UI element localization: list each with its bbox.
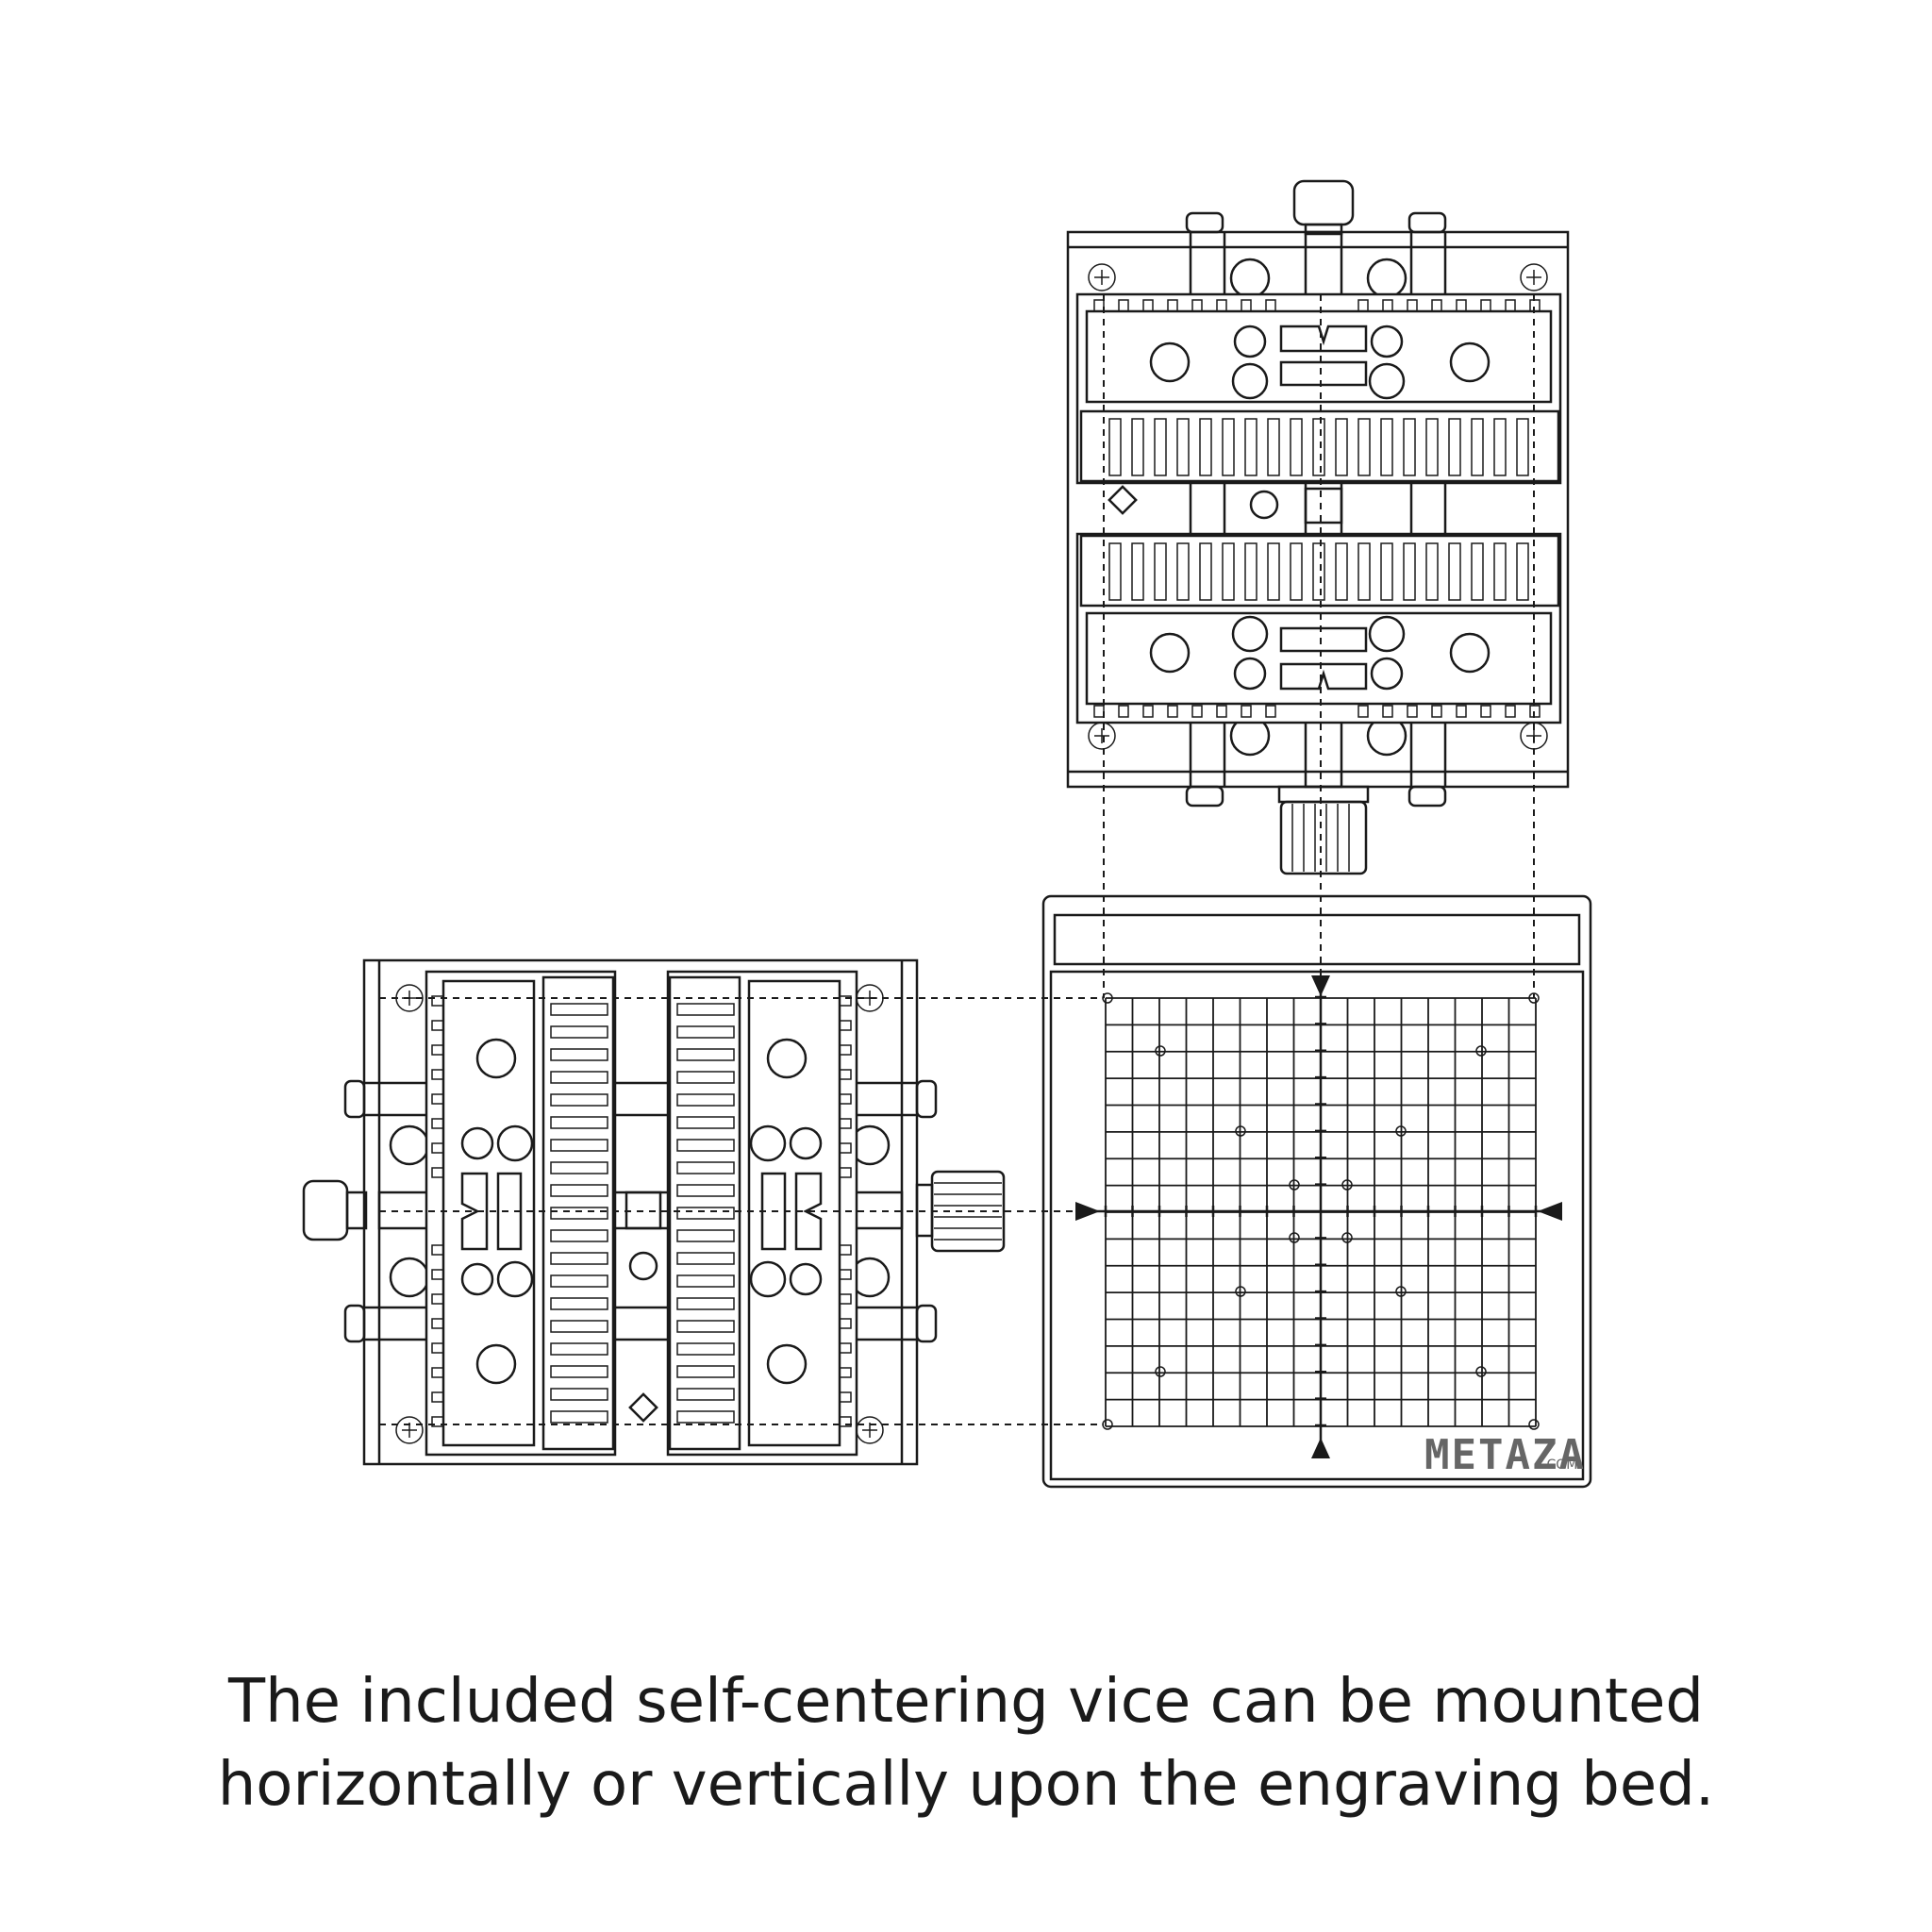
metaza-logo: METAZA bbox=[1424, 1431, 1586, 1479]
reference-hole bbox=[1235, 1125, 1246, 1137]
vice-top-view-vertical bbox=[1066, 179, 1570, 875]
reference-hole bbox=[1289, 1179, 1300, 1191]
caption-line-1: The included self-centering vice can be … bbox=[228, 1667, 1704, 1737]
reference-hole bbox=[1528, 1419, 1540, 1430]
metaza-logo-suffix: .COM bbox=[1542, 1457, 1577, 1473]
reference-hole bbox=[1341, 1232, 1353, 1243]
engraving-grid bbox=[1085, 981, 1557, 1443]
reference-hole bbox=[1235, 1286, 1246, 1297]
reference-hole bbox=[1155, 1045, 1166, 1057]
caption-line-2: horizontally or vertically upon the engr… bbox=[217, 1750, 1715, 1820]
bed-alignment-arrows bbox=[1075, 975, 1562, 1458]
reference-hole bbox=[1475, 1045, 1487, 1057]
projection-lines bbox=[379, 294, 1535, 1425]
reference-hole bbox=[1102, 1419, 1113, 1430]
reference-hole bbox=[1475, 1366, 1487, 1377]
engraving-bed: METAZA .COM bbox=[1041, 894, 1592, 1489]
reference-hole bbox=[1341, 1179, 1353, 1191]
reference-hole bbox=[1395, 1125, 1407, 1137]
reference-hole bbox=[1155, 1366, 1166, 1377]
reference-hole bbox=[1395, 1286, 1407, 1297]
reference-hole bbox=[1289, 1232, 1300, 1243]
